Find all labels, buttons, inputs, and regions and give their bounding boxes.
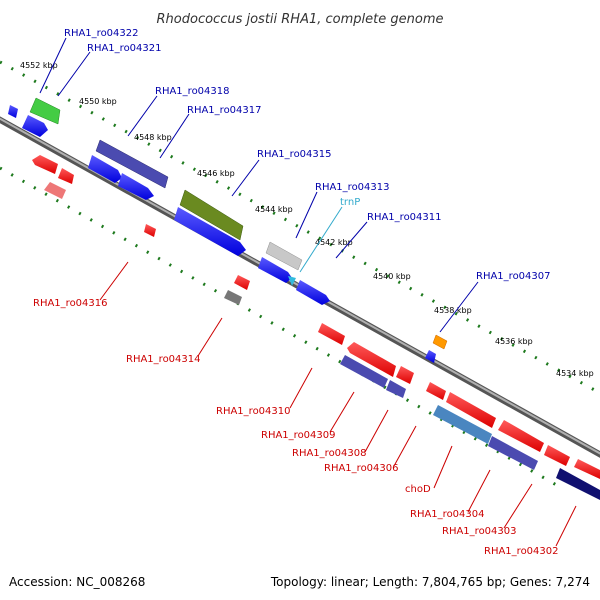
gene-feature	[556, 468, 600, 500]
tick-label: 4536 kbp	[495, 337, 533, 346]
gene-feature	[258, 257, 292, 283]
gene-feature	[574, 459, 600, 479]
gene-label: RHA1_ro04308	[292, 448, 367, 459]
gene-feature	[296, 280, 330, 305]
gene-label: RHA1_ro04321	[87, 43, 162, 54]
gene-feature	[29, 97, 61, 125]
gene-feature	[426, 382, 446, 400]
tick-label: 4552 kbp	[20, 61, 58, 70]
gene-feature	[118, 173, 154, 200]
gene-feature	[318, 323, 345, 345]
gene-feature	[498, 420, 544, 452]
gene-label: trnP	[340, 197, 360, 208]
tick-label: 4538 kbp	[434, 306, 472, 315]
tick-label: 4540 kbp	[373, 272, 411, 281]
gene-feature	[179, 189, 244, 241]
bottom-gene-labels: RHA1_ro04316 RHA1_ro04314 RHA1_ro04310 R…	[33, 298, 559, 557]
gene-label: RHA1_ro04309	[261, 430, 336, 441]
topology-text: Topology: linear; Length: 7,804,765 bp; …	[270, 575, 590, 589]
gene-label: RHA1_ro04322	[64, 28, 139, 39]
gene-feature	[544, 445, 570, 466]
gene-label: RHA1_ro04317	[187, 105, 262, 116]
gene-label: RHA1_ro04313	[315, 182, 390, 193]
trnP-leader-line	[299, 206, 343, 273]
map-title: Rhodococcus jostii RHA1, complete genome	[157, 12, 444, 27]
forward-strand-genes	[8, 97, 448, 363]
gene-label: RHA1_ro04316	[33, 298, 108, 309]
gene-feature	[265, 241, 303, 271]
gene-feature	[174, 207, 246, 256]
tick-label: 4542 kbp	[315, 238, 353, 247]
gene-feature	[58, 168, 74, 184]
gene-feature	[88, 155, 122, 183]
accession-text: Accession: NC_008268	[9, 575, 145, 589]
gene-feature	[8, 105, 18, 118]
gene-feature	[22, 115, 48, 137]
gene-feature	[433, 405, 492, 444]
tick-labels: 4552 kbp 4550 kbp 4548 kbp 4546 kbp 4544…	[20, 61, 594, 378]
top-gene-labels: RHA1_ro04322 RHA1_ro04321 RHA1_ro04318 R…	[64, 28, 551, 282]
gene-feature	[340, 355, 388, 388]
gene-feature	[32, 155, 58, 174]
gene-feature	[432, 334, 448, 350]
gene-label: choD	[405, 484, 431, 495]
gene-feature	[396, 366, 414, 384]
gene-feature	[234, 275, 250, 290]
tick-label: 4550 kbp	[79, 97, 117, 106]
gene-label: RHA1_ro04311	[367, 212, 442, 223]
gene-feature	[488, 436, 538, 470]
gene-label: RHA1_ro04302	[484, 546, 559, 557]
tick-label: 4534 kbp	[556, 369, 594, 378]
bottom-leader-lines	[99, 261, 577, 547]
gene-feature	[425, 350, 436, 363]
gene-feature	[44, 182, 66, 199]
gene-feature	[95, 139, 169, 189]
gene-feature	[347, 342, 396, 377]
gene-label: RHA1_ro04306	[324, 463, 399, 474]
gene-feature	[224, 290, 242, 305]
gene-label: RHA1_ro04307	[476, 271, 551, 282]
gene-label: RHA1_ro04318	[155, 86, 230, 97]
gene-feature	[386, 380, 406, 398]
tick-label: 4544 kbp	[255, 205, 293, 214]
gene-label: RHA1_ro04310	[216, 406, 291, 417]
gene-label: RHA1_ro04303	[442, 526, 517, 537]
gene-label: RHA1_ro04315	[257, 149, 332, 160]
gene-label: RHA1_ro04314	[126, 354, 201, 365]
top-leader-lines	[39, 37, 479, 333]
gene-feature	[446, 392, 496, 428]
gene-label: RHA1_ro04304	[410, 509, 485, 520]
gene-feature	[288, 276, 296, 286]
tick-label: 4546 kbp	[197, 169, 235, 178]
reverse-strand-genes	[32, 155, 600, 500]
gene-feature	[144, 224, 156, 237]
tick-label: 4548 kbp	[134, 133, 172, 142]
